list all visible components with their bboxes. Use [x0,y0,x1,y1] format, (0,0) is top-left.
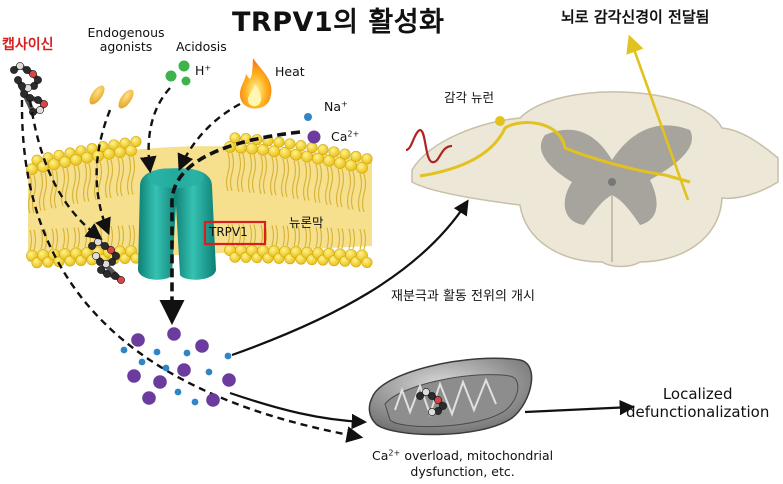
capsaicin-mito-icon [416,388,447,416]
acidosis-label: Acidosis [176,39,227,54]
heat-label: Heat [275,64,305,79]
repolarization-label: 재분극과 활동 전위의 개시 [391,289,535,304]
ion-influx-arrow [159,130,301,326]
page-title: TRPV1의 활성화 [232,7,445,38]
lipid-bilayer [26,132,373,269]
trpv1-label: TRPV1 [209,225,248,239]
sodium-label: Na+ [324,98,348,114]
capsaicin-label: 캡사이신 [2,37,54,53]
neuron-membrane-label: 뉴론막 [289,215,324,230]
capsaicin-molecule-icon [10,62,48,116]
calcium-ion [307,130,321,144]
sodium-ion [304,113,312,121]
trpv1-channel [138,168,216,280]
endogenous-agonist-icon [89,85,134,109]
calcium-label: Ca2+ [331,128,360,144]
mitochondrion-icon [368,357,533,436]
signal-arrows [229,199,636,430]
trpv1-box [203,220,267,246]
flame-icon [239,58,272,109]
spinal-cord-icon [411,34,779,268]
capsaicin-bound-icon [88,238,125,284]
activation-arrows [20,87,364,443]
intracellular-ions [120,327,236,407]
proton-icon [165,60,191,86]
pain-signal-wave [405,128,453,164]
sensory-neuron-label: 감각 뉴런 [444,90,494,105]
proton-label: H+ [195,62,212,78]
to-brain-label: 뇌로 감각신경이 전달됨 [561,8,710,26]
